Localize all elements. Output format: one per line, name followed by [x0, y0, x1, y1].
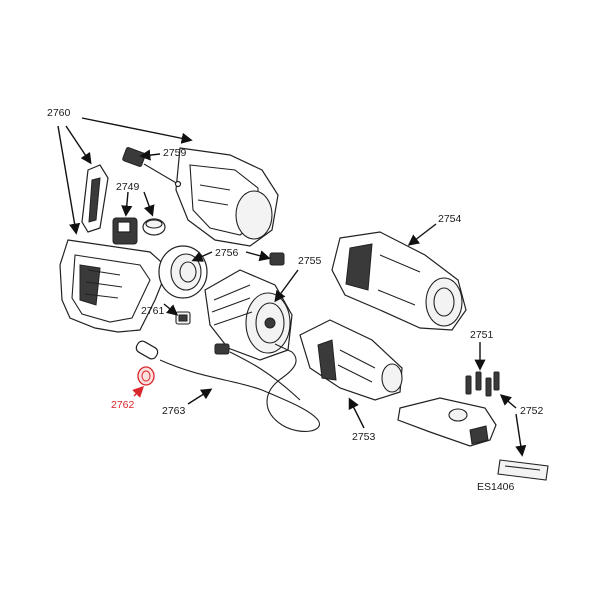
part-2762-strain-relief: [137, 366, 155, 386]
part-2751-screws: [465, 371, 500, 397]
part-2755-armature: [204, 269, 293, 361]
part-2749-brush-holder: [112, 217, 166, 245]
label-2755: 2755: [298, 255, 322, 267]
part-2760-grip-strip: [81, 164, 109, 233]
label-2761: 2761: [141, 305, 165, 317]
part-2760-left-housing: [59, 239, 169, 333]
label-2754: 2754: [438, 213, 462, 225]
label-2749: 2749: [116, 181, 140, 193]
label-2756: 2756: [215, 247, 239, 259]
label-es1406: ES1406: [477, 481, 515, 493]
label-2763: 2763: [162, 405, 186, 417]
label-2751: 2751: [470, 329, 494, 341]
part-2753-motor-housing: [299, 319, 403, 401]
leader-lines: [57, 117, 527, 457]
label-2760: 2760: [47, 107, 71, 119]
part-2761-brush: [175, 311, 191, 325]
label-2752: 2752: [520, 405, 544, 417]
part-2763-cord: [135, 340, 321, 432]
label-2759: 2759: [163, 147, 187, 159]
label-2753: 2753: [352, 431, 376, 443]
part-es1406-blade: [497, 459, 549, 481]
part-2752-blade-clamp: [397, 397, 497, 447]
label-2762: 2762: [111, 399, 135, 411]
part-2754-gear-housing: [331, 231, 467, 331]
part-2760-right-housing: [175, 147, 279, 247]
